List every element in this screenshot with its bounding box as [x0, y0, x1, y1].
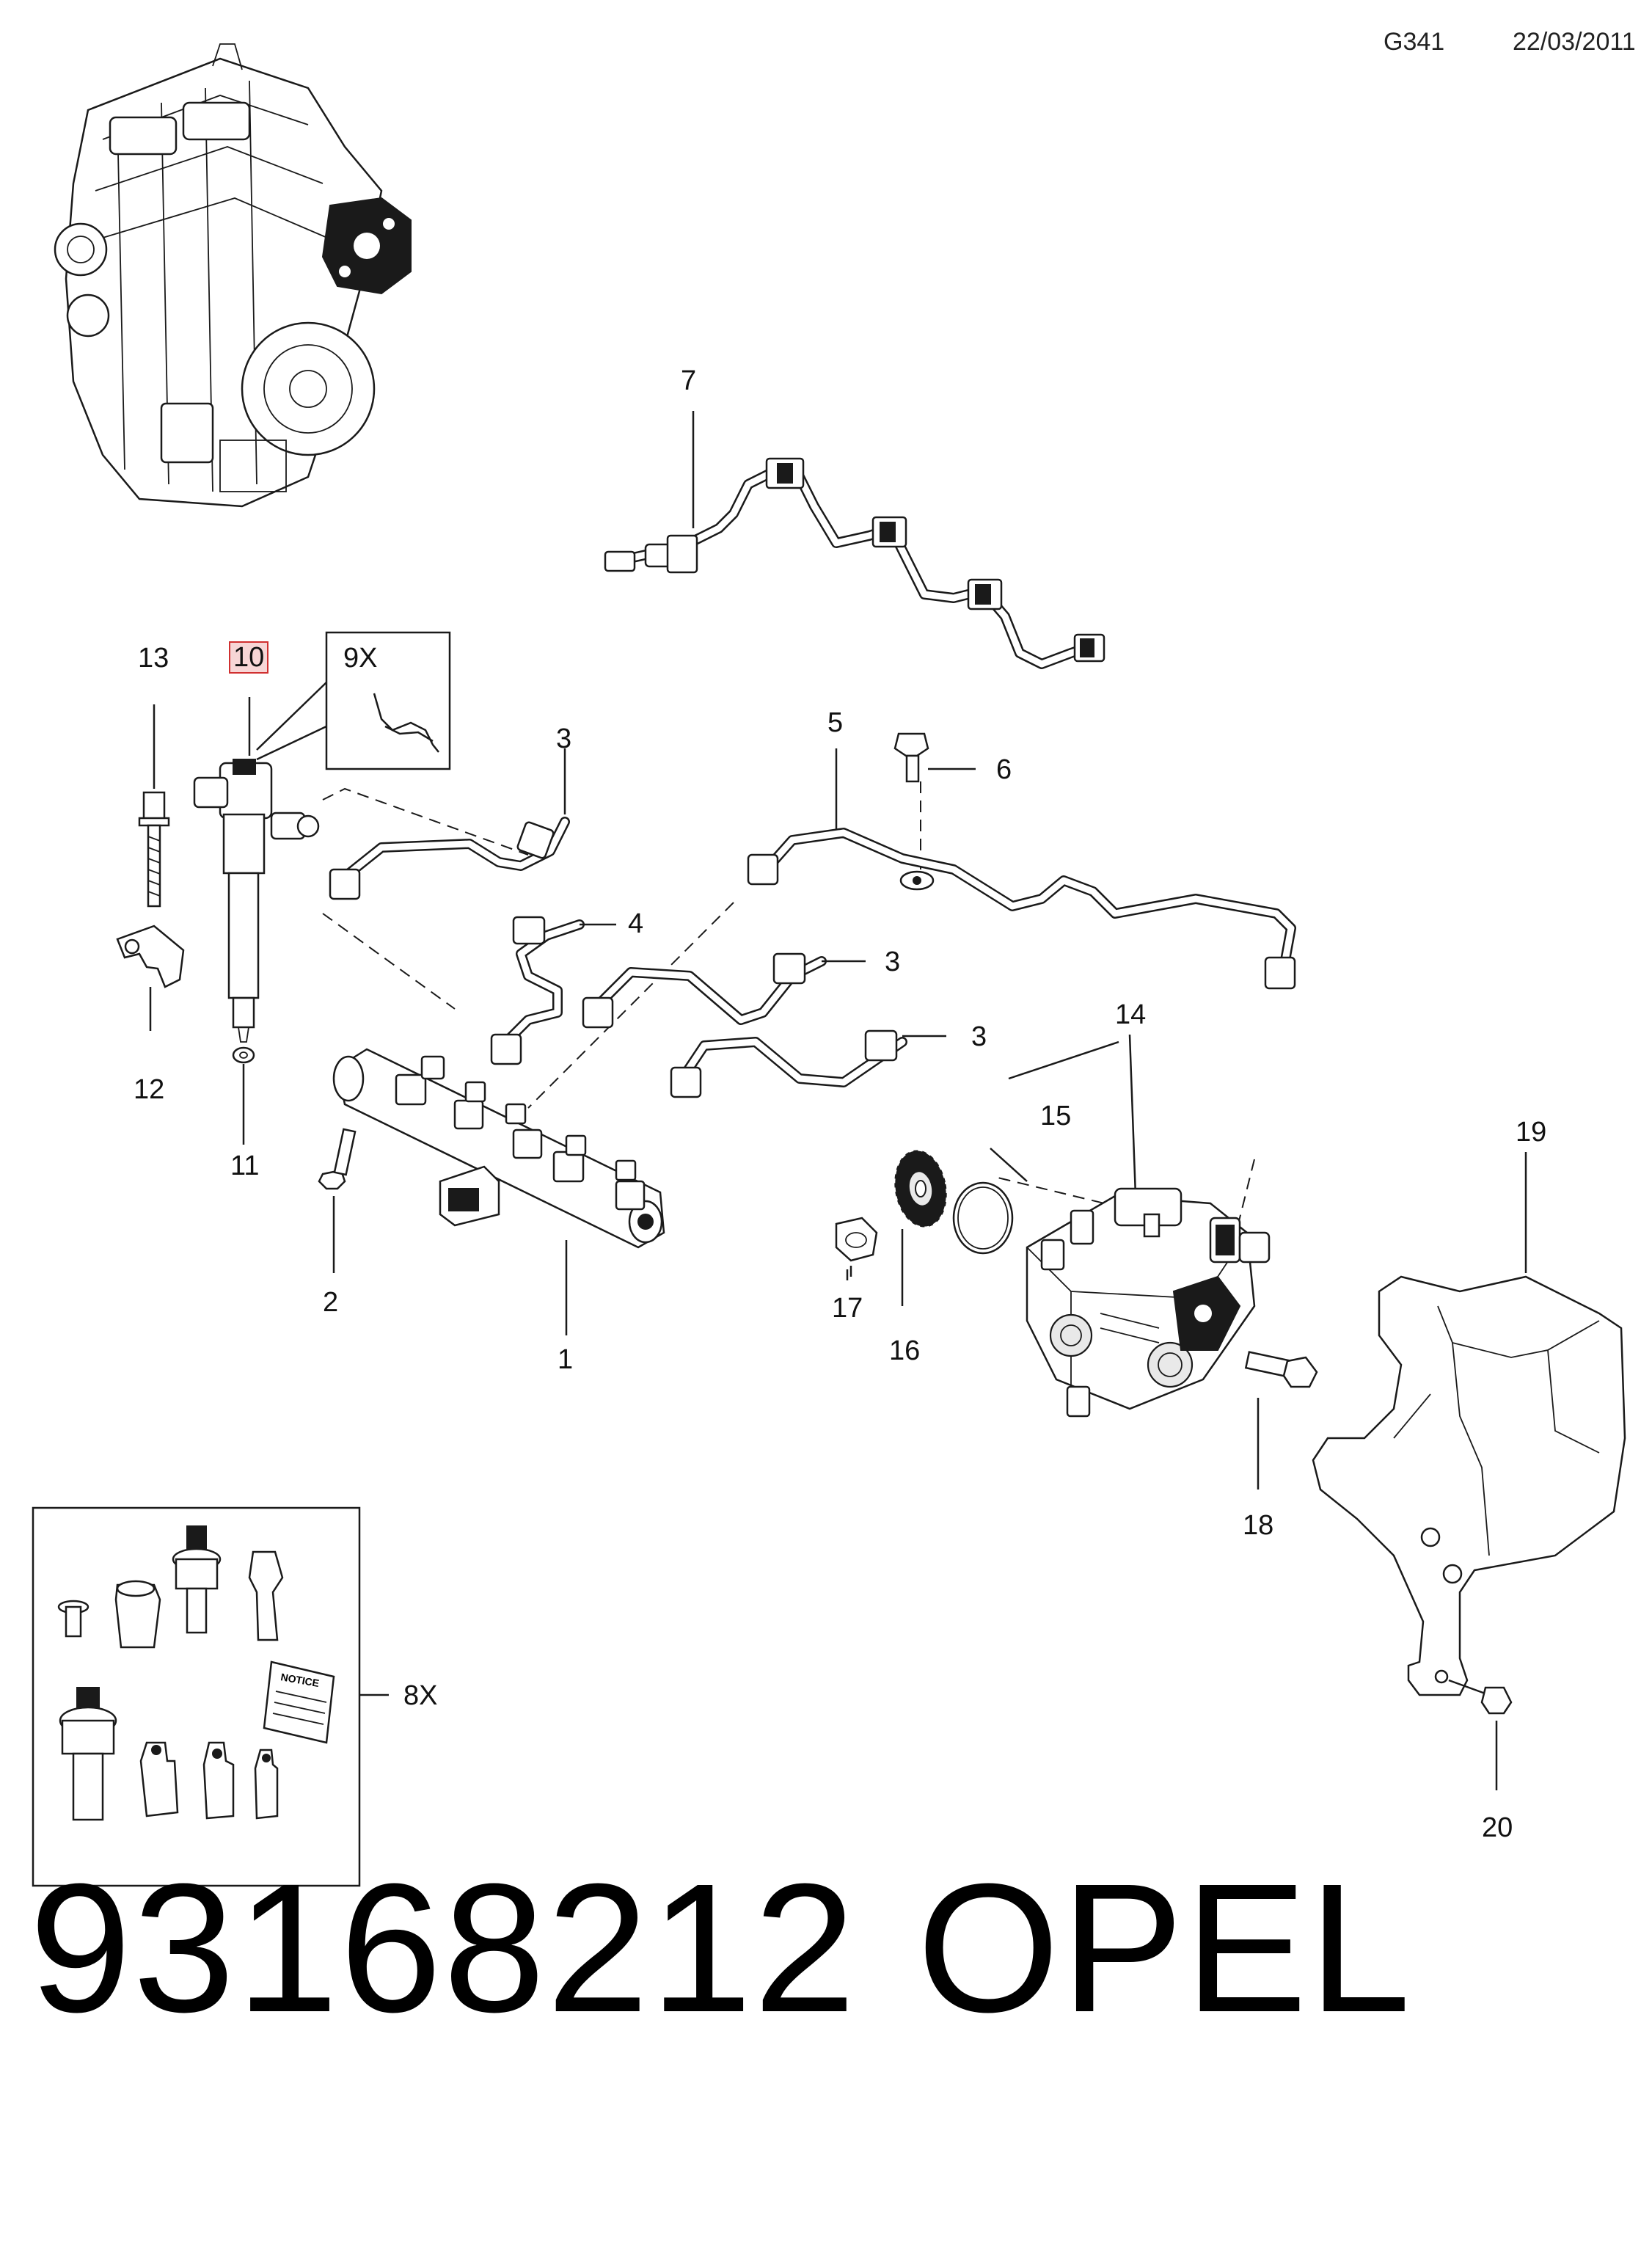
- callout-3-middle: 3: [885, 947, 901, 977]
- assembly-dash-lines: [322, 781, 1255, 1336]
- pump-14: [1008, 1034, 1271, 1418]
- injector-10: [193, 697, 320, 1043]
- callout-1: 1: [558, 1344, 574, 1375]
- nut-17: [835, 1217, 878, 1280]
- bolt-6: [893, 732, 976, 783]
- part-number: 93168212: [29, 1845, 858, 2050]
- engine-overview-illustration: [54, 43, 412, 508]
- callout-18: 18: [1243, 1510, 1274, 1541]
- bolt-20: [1448, 1679, 1513, 1790]
- callout-12: 12: [134, 1074, 165, 1105]
- callout-17: 17: [832, 1293, 863, 1324]
- callout-3-top: 3: [556, 723, 572, 754]
- clamp-12: [116, 925, 185, 1031]
- callout-19: 19: [1516, 1117, 1547, 1148]
- callout-8x: 8X: [403, 1680, 438, 1711]
- callout-11: 11: [230, 1151, 260, 1181]
- heat-shield-19: [1312, 1152, 1626, 1696]
- callout-15: 15: [1040, 1101, 1072, 1131]
- fuel-rail-1: [332, 1048, 665, 1335]
- callout-7: 7: [681, 365, 697, 396]
- bolt-2: [318, 1128, 357, 1273]
- callout-16: 16: [889, 1335, 921, 1366]
- callout-10[interactable]: 10: [229, 641, 269, 674]
- kit-box-8x: NOTICE: [32, 1506, 389, 1887]
- callout-20: 20: [1482, 1812, 1513, 1843]
- callout-4: 4: [628, 908, 644, 939]
- diagram-code: G341: [1384, 28, 1445, 56]
- callout-6: 6: [996, 754, 1012, 785]
- bolt-18: [1244, 1351, 1318, 1490]
- brand-name: OPEL: [917, 1845, 1412, 2050]
- callout-13: 13: [138, 643, 169, 674]
- o-ring-15: [952, 1148, 1028, 1255]
- callout-14: 14: [1115, 999, 1147, 1030]
- callout-5: 5: [827, 707, 844, 738]
- callout-2: 2: [323, 1287, 339, 1318]
- return-line-7: [604, 411, 1105, 669]
- callout-3-bottom: 3: [971, 1021, 987, 1052]
- bolt-13: [138, 704, 170, 908]
- callout-9x: 9X: [343, 643, 378, 674]
- pressure-lines: [329, 748, 1296, 1098]
- diagram-date: 22/03/2011: [1513, 28, 1636, 56]
- washer-11: [232, 1046, 255, 1145]
- gear-16: [894, 1150, 947, 1306]
- clip-9x-detail: [256, 631, 451, 770]
